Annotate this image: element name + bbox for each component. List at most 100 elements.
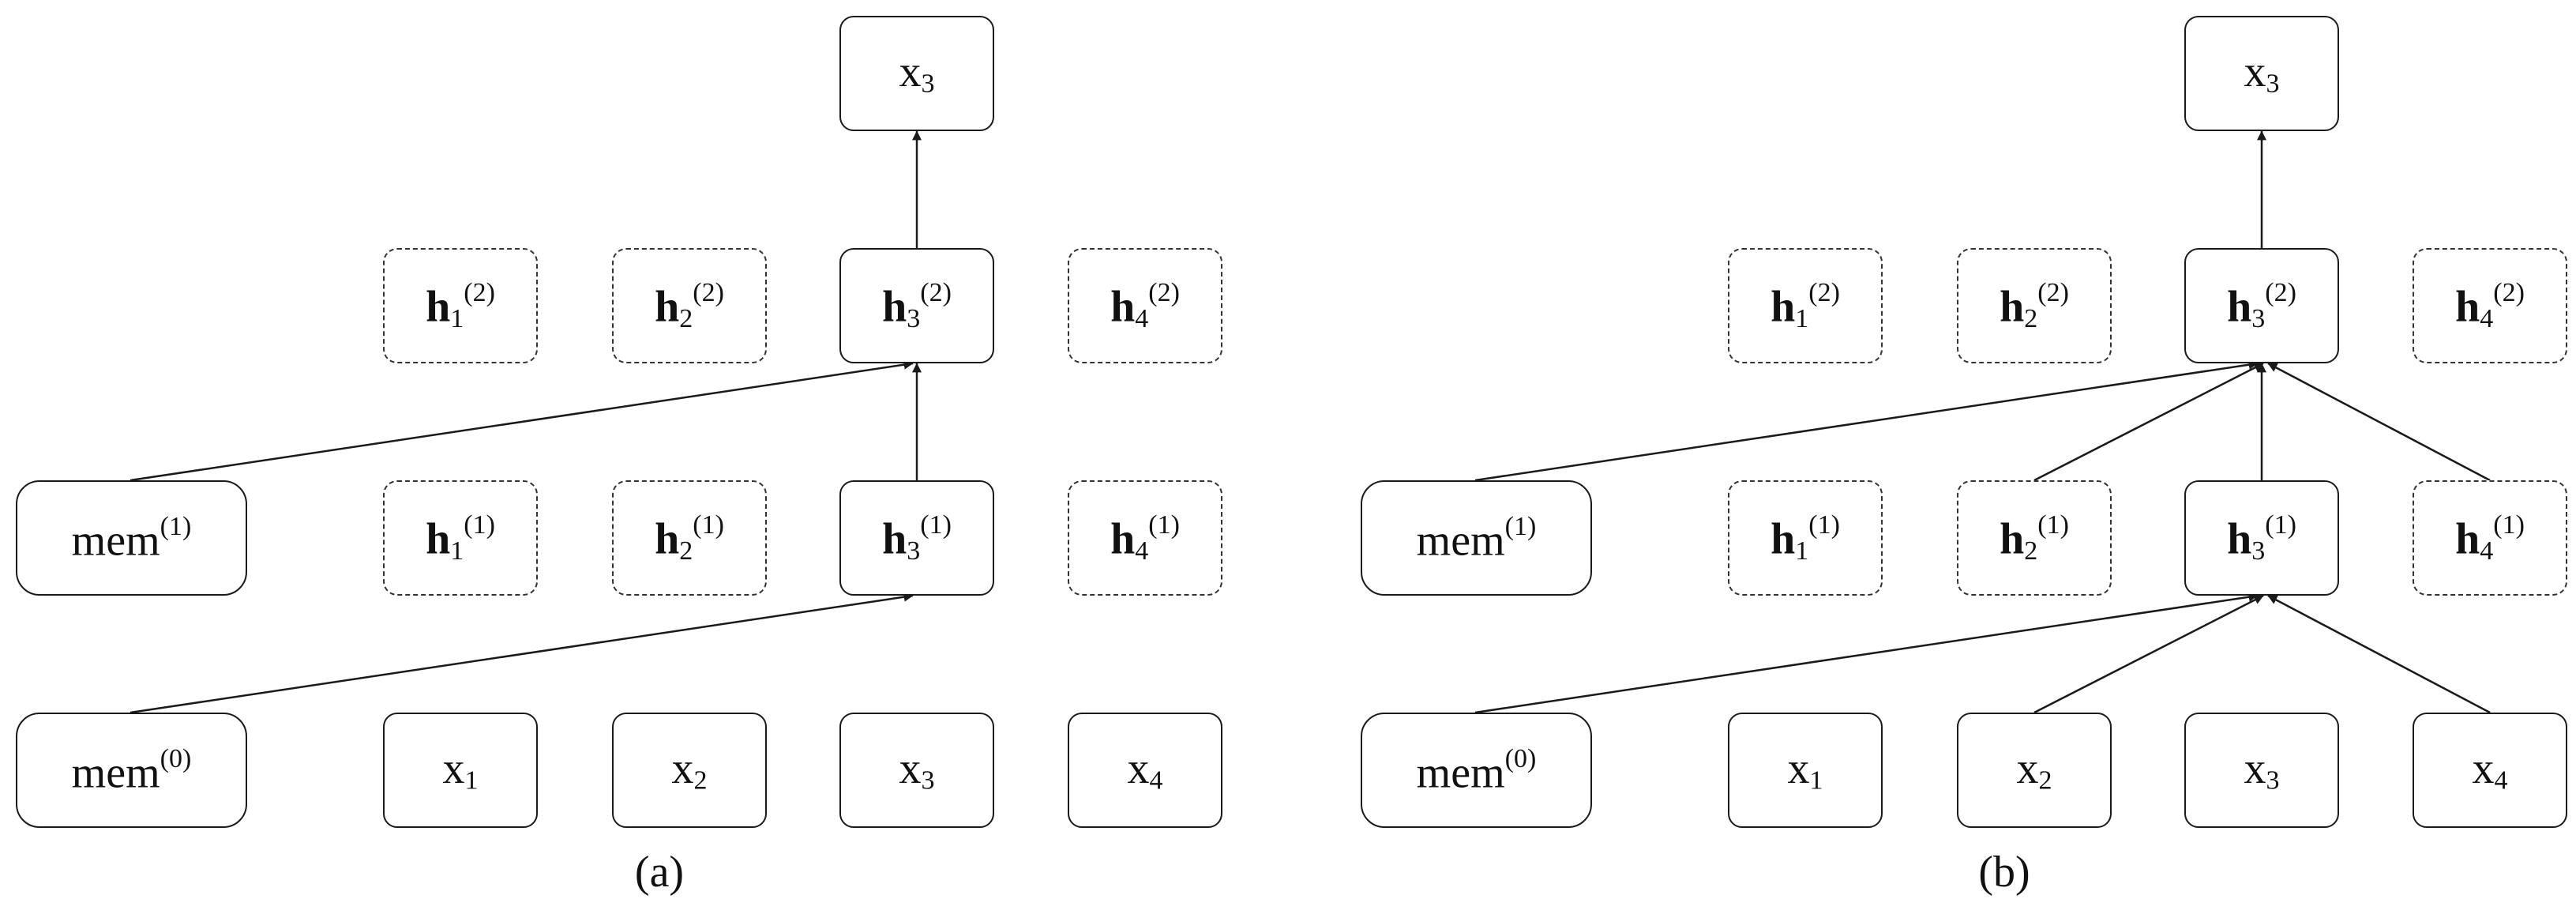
panel-b-mem0-node: mem(0) xyxy=(1361,713,1592,828)
panel-b-mem0-node-label: mem(0) xyxy=(1417,745,1537,795)
panel-b-layer1-node-4-superscript: (1) xyxy=(2493,510,2525,540)
panel-a-layer2-node-2-label: h2(2) xyxy=(655,277,724,333)
panel-a-layer1-node-3-label: h3(1) xyxy=(882,510,952,566)
panel-a-layer1-node-4-symbol: h xyxy=(1110,514,1136,564)
panel-b-layer2-node-4-label: h4(2) xyxy=(2455,279,2525,333)
panel-b-layer2-node-3-superscript: (2) xyxy=(2265,277,2296,307)
panel-b-edge-h4l1-to-h3l2 xyxy=(2267,362,2491,482)
panel-b-mem1-node-symbol: mem xyxy=(1416,516,1505,566)
panel-b-output-node-label: x3 xyxy=(2244,50,2280,97)
panel-b-edge-mem1-to-h3l2 xyxy=(1474,359,2259,482)
panel-b-caption: (b) xyxy=(1978,848,2030,897)
panel-a-layer2-node-1-subscript: 1 xyxy=(450,303,464,333)
panel-b-input-node-1-subscript: 1 xyxy=(1809,765,1823,796)
panel-b-layer1-node-3-superscript: (1) xyxy=(2265,510,2296,540)
edges-group xyxy=(130,130,2491,714)
panel-b-edge-x2-to-h3l1 xyxy=(2033,594,2264,714)
panel-a-input-node-3-subscript: 3 xyxy=(921,765,935,796)
panel-a-input-node-2-symbol: x xyxy=(671,743,694,793)
panel-a-layer2-node-2-subscript: 2 xyxy=(679,303,693,333)
panel-a-input-node-3: x3 xyxy=(839,713,994,828)
panel-b-layer2-node-4-subscript: 4 xyxy=(2480,303,2494,333)
panel-a-layer1-node-2-symbol: h xyxy=(655,514,680,564)
panel-a-mem0-node: mem(0) xyxy=(16,713,247,828)
panel-a-layer1-node-2-subscript: 2 xyxy=(679,536,693,566)
panel-a-layer2-node-3-label: h3(2) xyxy=(882,277,952,333)
panel-b-layer1-node-3-label: h3(1) xyxy=(2227,510,2296,566)
panel-b-input-node-1: x1 xyxy=(1728,713,1883,828)
panel-b-layer1-node-3: h3(1) xyxy=(2184,480,2339,596)
panel-a-output-node: x3 xyxy=(839,16,994,131)
panel-b-layer2-node-1-label: h1(2) xyxy=(1771,277,1840,333)
panel-a-layer1-node-4-superscript: (1) xyxy=(1148,510,1180,540)
panel-b-layer1-node-4: h4(1) xyxy=(2413,480,2567,596)
panel-a-layer1-node-1-label: h1(1) xyxy=(426,510,495,566)
panel-a-input-node-4-subscript: 4 xyxy=(1149,765,1163,796)
panel-b-edge-h2l1-to-h3l2 xyxy=(2033,362,2264,482)
panel-a-layer1-node-3-superscript: (1) xyxy=(920,510,952,540)
panel-b-layer2-node-2-superscript: (2) xyxy=(2037,277,2069,307)
panel-a-layer1-node-4: h4(1) xyxy=(1068,480,1222,596)
panel-b-layer1-node-4-label: h4(1) xyxy=(2455,510,2525,566)
panel-a-input-node-2-label: x2 xyxy=(672,747,708,794)
panel-b-output-node-subscript: 3 xyxy=(2266,69,2280,99)
panel-b-layer2-node-2-subscript: 2 xyxy=(2024,303,2038,333)
panel-a-edge-mem0-to-h3l1 xyxy=(130,592,914,714)
panel-a-layer2-node-4: h4(2) xyxy=(1068,248,1222,363)
panel-b-layer1-node-1-subscript: 1 xyxy=(1795,536,1809,566)
panel-b-mem1-node-label: mem(1) xyxy=(1416,513,1537,566)
panel-a-mem1-node-symbol: mem xyxy=(71,516,160,566)
panel-b-input-node-4: x4 xyxy=(2413,713,2567,828)
panel-b-layer2-node-3-subscript: 3 xyxy=(2251,303,2266,333)
panel-a-layer2-node-1-symbol: h xyxy=(426,282,451,332)
panel-a-input-node-1-symbol: x xyxy=(442,743,465,793)
panel-b-layer1-node-1-symbol: h xyxy=(1771,514,1796,564)
panel-a-layer2-node-3-subscript: 3 xyxy=(907,303,921,333)
panel-a-input-node-1-label: x1 xyxy=(443,747,479,794)
panel-b-layer1-node-2-subscript: 2 xyxy=(2024,536,2038,566)
panel-b-layer2-node-2-symbol: h xyxy=(2000,282,2025,332)
panel-a-layer1-node-2-superscript: (1) xyxy=(693,510,724,540)
panel-a-mem1-node-label: mem(1) xyxy=(71,513,192,566)
panel-a-mem0-node-label: mem(0) xyxy=(72,745,192,795)
panel-a-layer1-node-2: h2(1) xyxy=(612,480,767,596)
panel-b-input-node-2: x2 xyxy=(1957,713,2112,828)
panel-b-layer1-node-2-superscript: (1) xyxy=(2037,510,2069,540)
panel-b-input-node-3: x3 xyxy=(2184,713,2339,828)
panel-a-output-node-symbol: x xyxy=(899,47,922,96)
panel-b-layer2-node-1-subscript: 1 xyxy=(1795,303,1809,333)
panel-a-layer1-node-1-subscript: 1 xyxy=(450,536,464,566)
panel-a-layer1-node-1-superscript: (1) xyxy=(464,510,495,540)
panel-a-layer1-node-3-subscript: 3 xyxy=(907,536,921,566)
panel-a-layer2-node-2-superscript: (2) xyxy=(693,277,724,307)
panel-a-input-node-2: x2 xyxy=(612,713,767,828)
panel-a-input-node-4: x4 xyxy=(1068,713,1222,828)
panel-b-layer1-node-1-label: h1(1) xyxy=(1771,511,1840,566)
panel-a-input-node-1: x1 xyxy=(383,713,538,828)
panel-b-input-node-2-subscript: 2 xyxy=(2038,765,2052,796)
panel-b-layer1-node-2-symbol: h xyxy=(2000,514,2025,564)
panel-a-layer2-node-3-symbol: h xyxy=(882,282,907,332)
panel-b-layer2-node-3-symbol: h xyxy=(2227,282,2252,332)
panel-a-layer1-node-1: h1(1) xyxy=(383,480,538,596)
panel-a-edge-mem1-to-h3l2 xyxy=(130,359,914,482)
panel-a-layer2-node-2-symbol: h xyxy=(655,282,680,332)
panel-b-edge-x4-to-h3l1 xyxy=(2267,594,2491,714)
panel-b-input-node-4-symbol: x xyxy=(2472,743,2495,793)
panel-b-layer2-node-1-superscript: (2) xyxy=(1808,277,1840,307)
panel-a-layer2-node-3-superscript: (2) xyxy=(920,277,952,307)
panel-b-layer2-node-2-label: h2(2) xyxy=(2000,277,2069,333)
panel-a-layer2-node-4-label: h4(2) xyxy=(1110,279,1180,333)
panel-b-layer1-node-1: h1(1) xyxy=(1728,480,1883,596)
panel-a-layer1-node-3: h3(1) xyxy=(839,480,994,596)
panel-a-input-node-4-label: x4 xyxy=(1128,747,1163,794)
panel-a-layer2-node-1-label: h1(2) xyxy=(426,279,495,333)
panel-b-input-node-1-symbol: x xyxy=(1787,743,1810,793)
panel-a-layer2-node-1: h1(2) xyxy=(383,248,538,363)
panel-b-input-node-3-symbol: x xyxy=(2244,743,2266,793)
panel-b-layer1-node-4-subscript: 4 xyxy=(2480,536,2494,566)
panel-b-layer2-node-4: h4(2) xyxy=(2413,248,2567,363)
panel-b-layer1-node-3-subscript: 3 xyxy=(2251,536,2266,566)
